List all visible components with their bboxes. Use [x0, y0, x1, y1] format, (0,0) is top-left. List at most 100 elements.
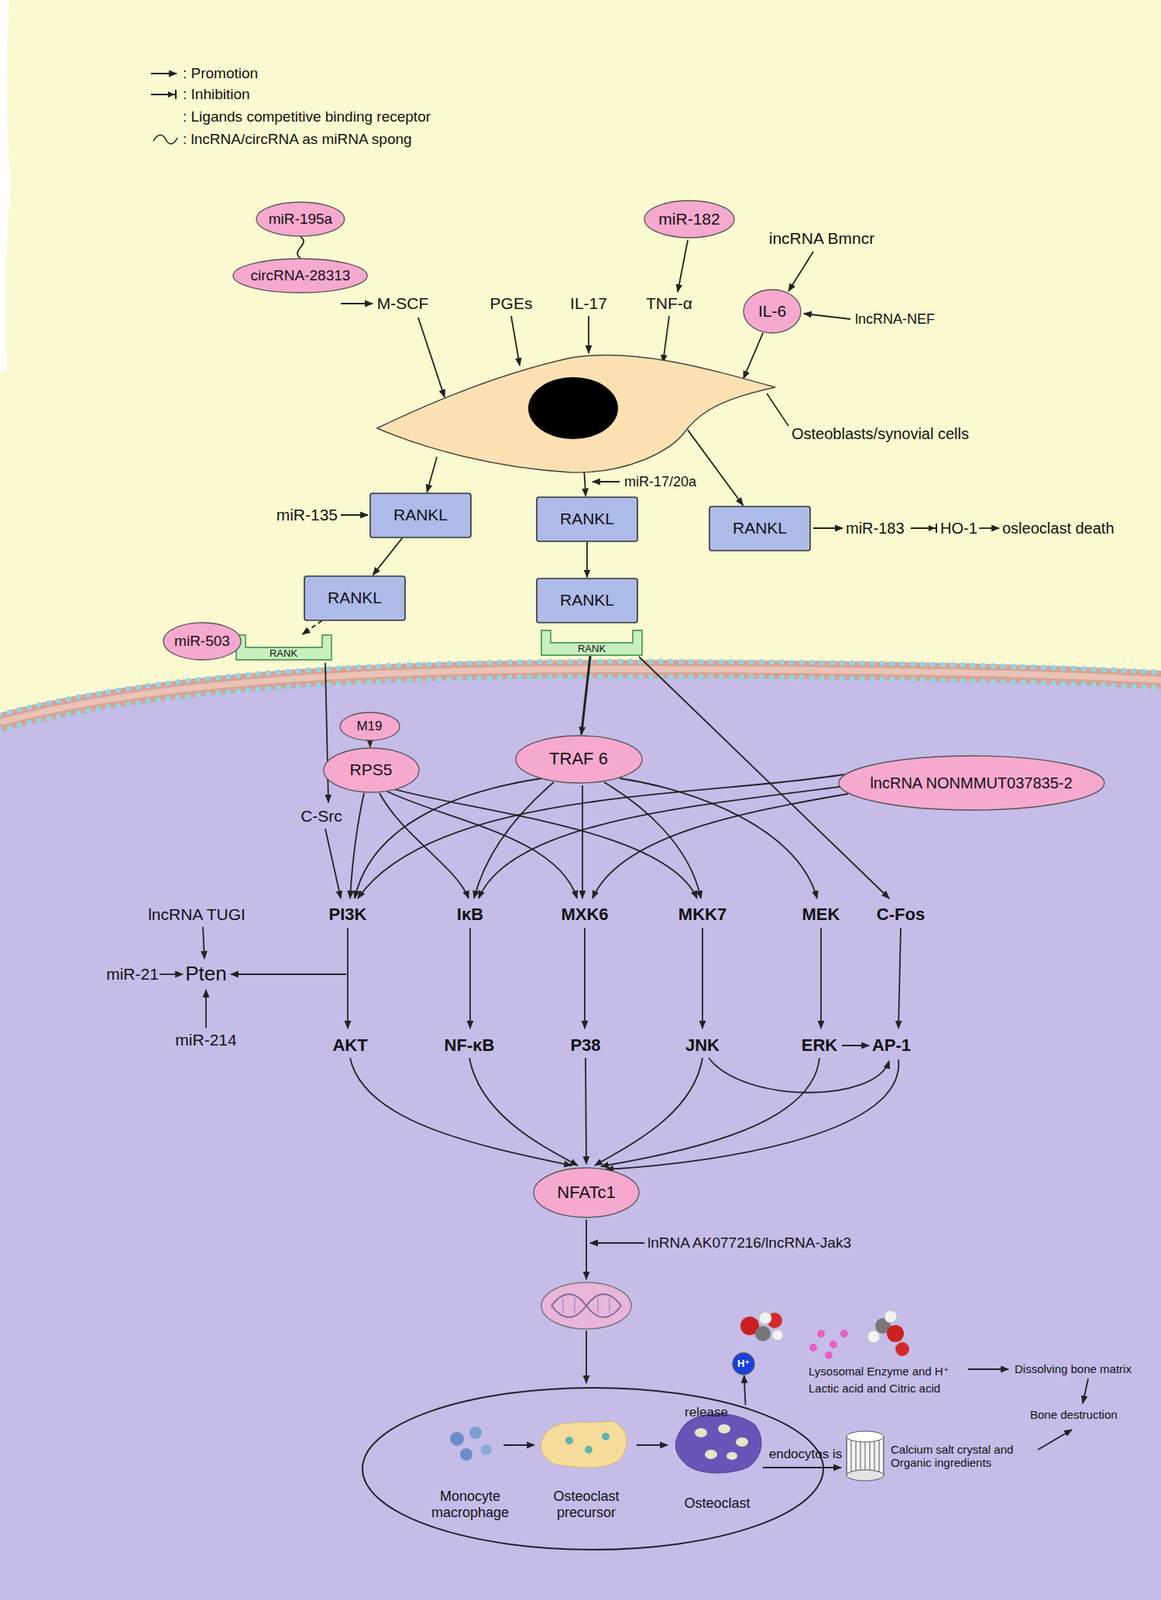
connector	[297, 237, 304, 258]
node-text: Osteoclast	[683, 1495, 750, 1512]
monocyte-cells	[449, 1426, 492, 1461]
node-outline	[732, 1353, 755, 1375]
ligand-box: RANKL	[369, 492, 472, 539]
node-outline	[533, 1167, 639, 1218]
dna-icon	[551, 1294, 622, 1318]
molecule-icons	[895, 1342, 910, 1357]
arrow	[325, 662, 329, 803]
arrow	[340, 302, 373, 305]
molecule-icons	[886, 1325, 904, 1343]
crystal-cylinder	[846, 1431, 884, 1481]
osteoclast-precursor	[540, 1421, 627, 1468]
node-text: TRAF 6	[549, 748, 608, 769]
node-outline	[304, 576, 406, 621]
text-label: IκB	[456, 904, 484, 924]
text-label: PGEs	[490, 294, 533, 313]
node-outline	[233, 258, 368, 293]
arrow	[662, 316, 670, 363]
node-outline	[370, 493, 471, 538]
ellipse-node: miR-503	[162, 621, 242, 661]
arrow	[592, 480, 620, 483]
arrow	[636, 1444, 668, 1447]
node-outline	[536, 497, 638, 542]
arrow	[503, 1444, 535, 1447]
arrow	[357, 774, 845, 899]
node-outline	[362, 1387, 824, 1550]
osteoclast	[694, 1428, 708, 1438]
arrow	[346, 927, 349, 1029]
monocyte-cells	[469, 1426, 482, 1440]
connector	[426, 456, 437, 493]
crystal-cylinder	[846, 1431, 884, 1443]
node-text: RANKL	[559, 590, 615, 610]
text-label: MXK6	[560, 904, 608, 924]
text-label: C-Src	[300, 807, 343, 826]
text-label: lncRNA-NEF	[855, 311, 935, 328]
ligand-box: RANKL	[535, 577, 639, 624]
arrow	[813, 527, 843, 529]
molecule-icons	[759, 1312, 772, 1325]
molecule-icons	[755, 1325, 771, 1342]
cell-membrane	[0, 661, 1161, 731]
legend-text: : Inhibition	[182, 85, 251, 104]
receptor-shape: RANK	[235, 634, 333, 661]
arrow	[418, 317, 445, 398]
node-outline	[541, 630, 643, 656]
arrow	[230, 973, 347, 976]
ellipse-node: IL-6	[742, 288, 802, 334]
arrow	[1037, 1429, 1072, 1450]
node-text: circRNA-28313	[250, 267, 351, 285]
text-label: Lysosomal Enzyme and H⁺	[808, 1364, 950, 1378]
ellipse-node: H⁺	[731, 1352, 756, 1376]
arrow	[350, 1057, 572, 1166]
text-label: miR-21	[106, 965, 159, 984]
arrow	[587, 316, 590, 354]
text-label: P38	[570, 1035, 601, 1055]
text-label: Lactic acid and Citric acid	[808, 1381, 941, 1395]
text-label: incRNA Bmncr	[769, 229, 876, 248]
dna-icon	[541, 1282, 632, 1330]
arrow	[762, 1466, 842, 1469]
connector	[743, 333, 763, 379]
cell-membrane	[0, 661, 1161, 715]
arrow	[910, 527, 938, 529]
crystal-cylinder	[846, 1470, 884, 1481]
text-label: NF-κB	[444, 1035, 495, 1055]
text-label: miR-183	[845, 519, 905, 538]
arrow	[325, 828, 341, 899]
osteoclast	[735, 1437, 749, 1447]
arrow	[968, 1368, 1009, 1371]
molecule-icons	[840, 1329, 849, 1338]
arrow	[583, 927, 586, 1029]
arrow	[592, 793, 849, 899]
ellipse-node: miR-182	[643, 199, 736, 239]
dna-icon	[563, 1298, 610, 1314]
node-text: RANK	[269, 648, 298, 660]
ligand-box: RANKL	[303, 575, 406, 622]
text-label: miR-135	[276, 505, 338, 525]
molecule-icons	[884, 1310, 897, 1323]
node-outline	[340, 712, 400, 741]
node-text: lncRNA NONMMUT037835-2	[869, 774, 1072, 793]
text-label: endocytos is	[769, 1446, 843, 1463]
connector	[372, 538, 402, 576]
legend-text: : lncRNA/circRNA as miRNA spong	[182, 130, 413, 148]
node-outline	[377, 354, 776, 473]
text-label: M-SCF	[377, 294, 430, 313]
text-label: Pten	[185, 962, 227, 986]
arrow	[340, 514, 368, 516]
text-label: IL-17	[570, 294, 608, 313]
arrow	[701, 927, 704, 1029]
node-text: miR-195a	[268, 210, 333, 228]
arrow	[619, 778, 818, 899]
arrow	[898, 927, 901, 1029]
arrow	[605, 1059, 899, 1170]
legend-text: : Promotion	[182, 65, 258, 83]
node-outline	[323, 748, 420, 793]
cell-membrane	[0, 676, 1161, 731]
text-label: miR-214	[175, 1030, 237, 1050]
legend-sample	[151, 72, 177, 75]
osteoclast	[704, 1449, 718, 1460]
arrow	[205, 989, 207, 1028]
arrow	[478, 786, 846, 899]
